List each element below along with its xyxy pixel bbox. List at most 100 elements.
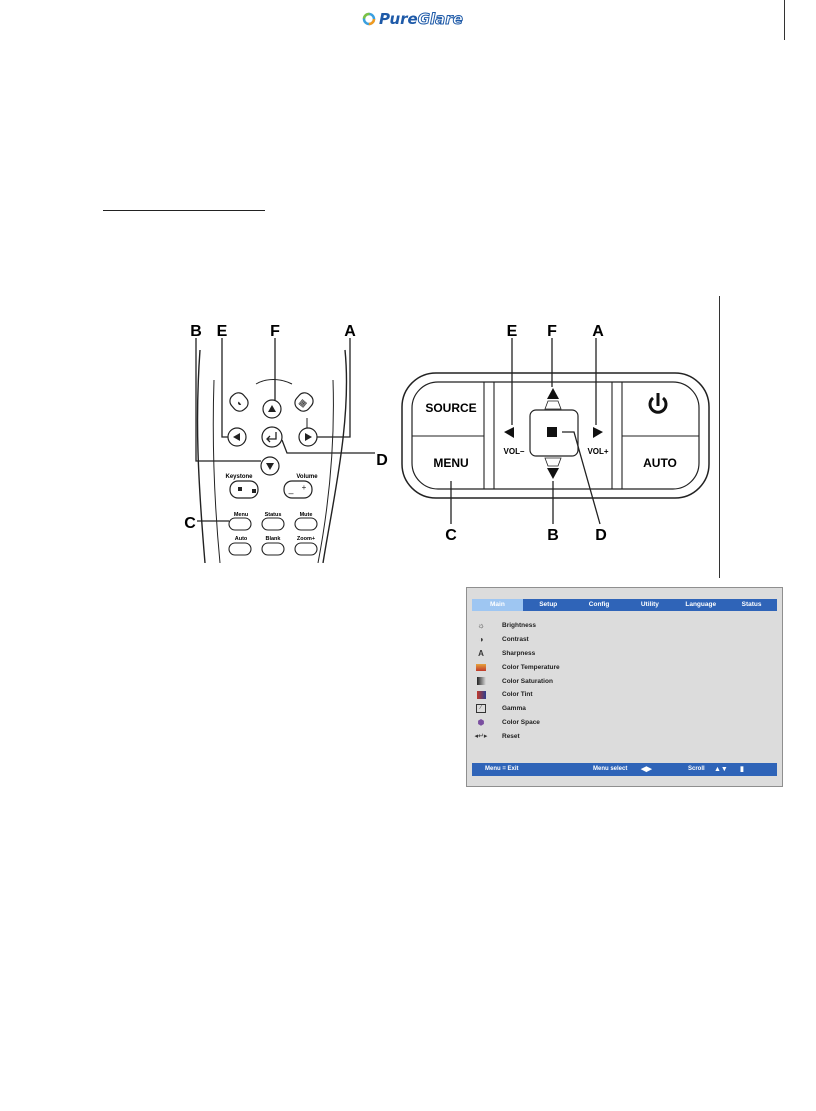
panel-callout-e: E xyxy=(507,323,518,340)
panel-down-arrow-icon[interactable] xyxy=(547,468,559,479)
page-edge-line xyxy=(784,0,785,40)
auto-label: Auto xyxy=(235,536,248,542)
callout-e-line xyxy=(221,338,228,438)
up-down-arrows-icon: ▲▼ xyxy=(714,766,728,773)
remote-mute-button[interactable] xyxy=(294,517,318,531)
scroll-icon: ▮ xyxy=(740,766,744,773)
callout-d: D xyxy=(376,452,388,469)
panel-callout-c: C xyxy=(445,527,457,544)
keystone-minus-icon xyxy=(238,487,242,491)
mute-label: Mute xyxy=(300,512,313,518)
panel-menu-label: MENU xyxy=(433,456,468,470)
logo-icon xyxy=(362,12,376,26)
footer-scroll-hint: Scroll xyxy=(688,766,705,772)
zoom-label: Zoom+ xyxy=(297,536,315,542)
menu-item-color-tint[interactable]: Color Tint xyxy=(475,688,560,702)
remote-blank-button[interactable] xyxy=(261,542,285,556)
tab-config[interactable]: Config xyxy=(588,601,610,608)
menu-item-contrast[interactable]: ◑ Contrast xyxy=(475,633,560,647)
menu-item-color-saturation[interactable]: Color Saturation xyxy=(475,674,560,688)
logo-text-glare: Glare xyxy=(417,10,463,29)
volume-rocker[interactable] xyxy=(283,480,313,499)
tab-status[interactable]: Status xyxy=(741,601,762,608)
menu-item-color-temperature[interactable]: Color Temperature xyxy=(475,660,560,674)
panel-auto-label: AUTO xyxy=(643,456,677,470)
panel-left-arrow-icon[interactable] xyxy=(504,427,514,438)
tab-language[interactable]: Language xyxy=(685,601,717,608)
vol-plus-label: VOL+ xyxy=(587,447,608,456)
control-panel-illustration: SOURCE MENU AUTO VOL– VOL+ E F A C B D xyxy=(401,323,710,544)
contrast-icon: ◑ xyxy=(478,635,484,645)
enter-icon xyxy=(266,432,277,443)
osd-item-list: ☼ Brightness ◑ Contrast A Sharpness Colo… xyxy=(475,619,560,743)
remote-zoom-button[interactable] xyxy=(294,542,318,556)
menu-item-brightness[interactable]: ☼ Brightness xyxy=(475,619,560,633)
pureglare-logo: PureGlare xyxy=(362,10,463,29)
menu-item-label: Contrast xyxy=(502,636,529,644)
remote-left-diagonal-button[interactable]: ◐ xyxy=(227,390,251,414)
tab-setup[interactable]: Setup xyxy=(539,601,558,608)
sharpness-icon: A xyxy=(478,648,484,658)
remote-left-edge xyxy=(196,349,206,563)
remote-inner-left xyxy=(212,379,221,563)
remote-status-button[interactable] xyxy=(261,517,285,531)
menu-label: Menu xyxy=(234,512,248,518)
tab-main[interactable]: Main xyxy=(472,599,523,611)
callout-b-line xyxy=(195,338,261,462)
svg-text:◐: ◐ xyxy=(234,397,245,408)
keystone-plus-icon xyxy=(252,489,256,493)
status-label: Status xyxy=(265,512,282,518)
left-arrow-icon xyxy=(233,433,240,441)
callout-b: B xyxy=(190,323,202,340)
left-right-arrows-icon: ◀▶ xyxy=(641,766,652,773)
enter-square-icon xyxy=(547,427,557,437)
osd-menu: Main Setup Config Utility Language Statu… xyxy=(466,587,783,787)
remote-enter-button[interactable] xyxy=(261,426,283,448)
callout-a: A xyxy=(344,323,356,340)
panel-up-arrow-icon[interactable] xyxy=(547,388,559,399)
logo-text: PureGlare xyxy=(379,10,463,29)
panel-up-bevel xyxy=(544,400,562,410)
menu-item-label: Brightness xyxy=(502,622,536,630)
menu-item-gamma[interactable]: ⁄ Gamma xyxy=(475,702,560,716)
keystone-rocker[interactable] xyxy=(229,480,259,499)
menu-item-label: Color Saturation xyxy=(502,677,553,685)
panel-callout-f: F xyxy=(547,323,557,340)
remote-right-diagonal-button[interactable]: ▦ xyxy=(292,390,316,414)
menu-item-label: Color Temperature xyxy=(502,663,560,671)
vol-minus-label: VOL– xyxy=(504,447,525,456)
panel-power-button[interactable] xyxy=(648,393,668,414)
down-arrow-icon xyxy=(266,463,274,470)
osd-footer: Menu = Exit Menu select ◀▶ Scroll ▲▼ ▮ xyxy=(472,763,777,776)
gamma-icon: ⁄ xyxy=(475,704,487,714)
panel-down-bevel xyxy=(544,457,562,467)
panel-callout-b: B xyxy=(547,527,559,544)
remote-control-illustration: ◐ ▦ Keystone Volume – + Menu Status Mute… xyxy=(184,323,388,563)
logo-text-pure: Pure xyxy=(379,10,418,28)
panel-callout-a: A xyxy=(592,323,604,340)
volume-minus-icon: – xyxy=(288,488,293,498)
panel-callout-d-line xyxy=(562,431,601,525)
keystone-label: Keystone xyxy=(225,474,253,480)
tab-utility[interactable]: Utility xyxy=(640,601,659,608)
reset-icon: ◂↵▸ xyxy=(474,733,488,741)
margin-bar xyxy=(719,296,720,578)
remote-inner-right xyxy=(317,379,334,563)
footer-menu-select-hint: Menu select xyxy=(593,766,628,772)
menu-item-sharpness[interactable]: A Sharpness xyxy=(475,647,560,661)
volume-plus-icon: + xyxy=(302,483,307,492)
menu-item-reset[interactable]: ◂↵▸ Reset xyxy=(475,729,560,743)
heading-underline xyxy=(103,210,265,211)
menu-item-label: Reset xyxy=(502,732,520,740)
remote-auto-button[interactable] xyxy=(228,542,252,556)
callout-d-line xyxy=(281,439,375,454)
menu-item-color-space[interactable]: ⬢ Color Space xyxy=(475,716,560,730)
callout-c: C xyxy=(184,515,196,532)
volume-label: Volume xyxy=(296,474,318,480)
callout-e: E xyxy=(217,323,228,340)
menu-item-label: Color Space xyxy=(502,718,540,726)
callout-a-line xyxy=(317,338,351,438)
remote-menu-button[interactable] xyxy=(228,517,252,531)
color-saturation-icon xyxy=(475,677,487,686)
panel-right-arrow-icon[interactable] xyxy=(593,427,603,438)
